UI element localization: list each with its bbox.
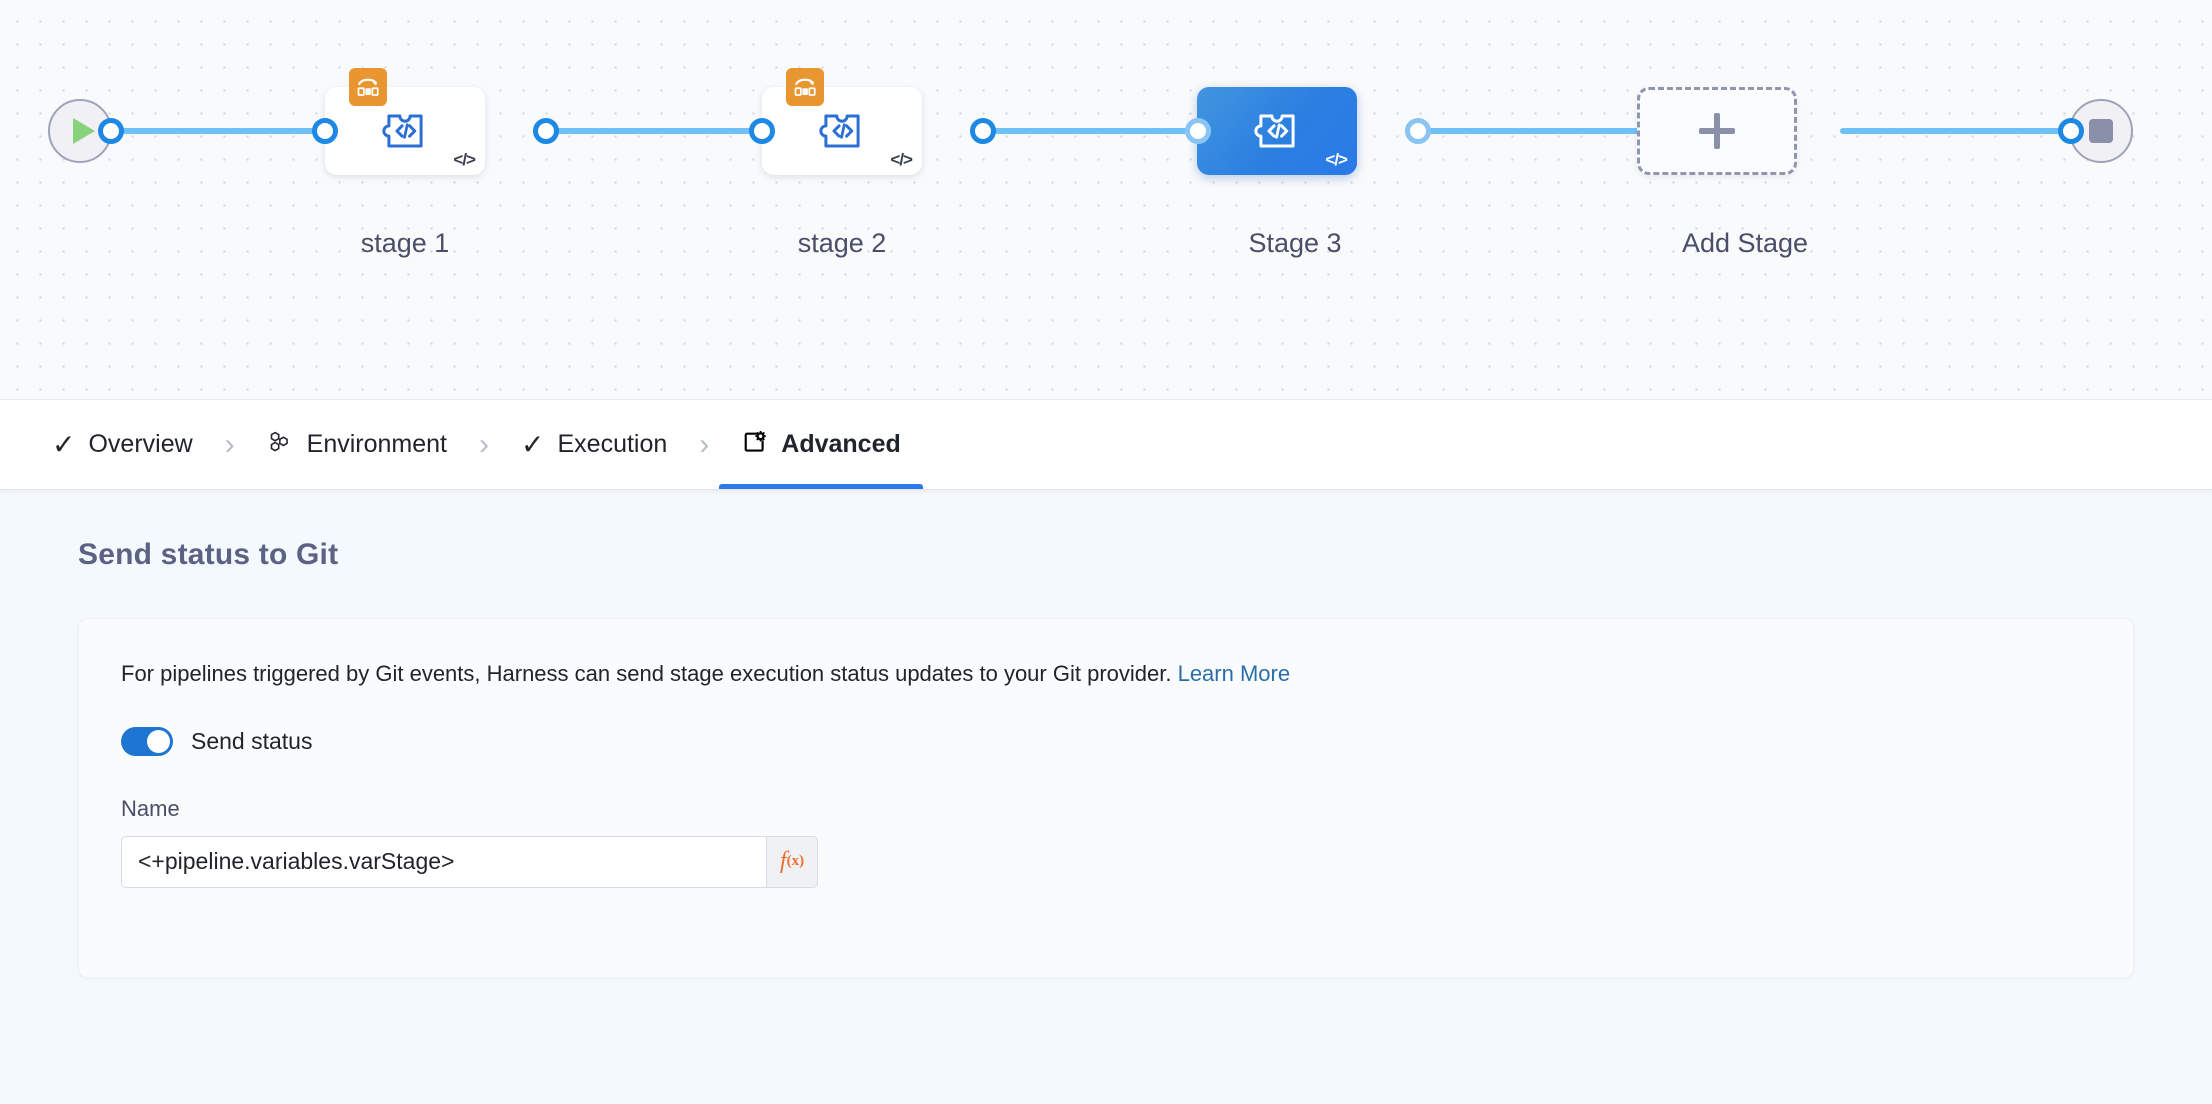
stage-1-in-port[interactable] <box>312 118 338 144</box>
chevron-right-icon: › <box>699 427 710 461</box>
connector-rail-2 <box>545 128 760 134</box>
play-icon <box>72 118 95 144</box>
chevron-right-icon: › <box>224 427 235 461</box>
document-gear-icon <box>741 429 768 461</box>
connector-rail-1 <box>110 128 320 134</box>
tab-execution-label: Execution <box>557 430 668 458</box>
advanced-panel: Send status to Git For pipelines trigger… <box>0 490 2212 1104</box>
expression-fx-button[interactable]: f(x) <box>767 835 818 888</box>
toggle-knob <box>147 729 170 753</box>
page-title: Send status to Git <box>78 538 339 571</box>
stage-3-code-marker: </> <box>1325 150 1348 169</box>
tab-advanced-label: Advanced <box>781 430 901 458</box>
stage-2-label: stage 2 <box>797 228 887 258</box>
send-status-toggle-label: Send status <box>191 727 313 754</box>
stage-2-out-port[interactable] <box>970 118 996 144</box>
stage-config-tabbar: ✓ Overview › Environment › ✓ Execution ›… <box>0 400 2212 490</box>
check-icon: ✓ <box>521 428 545 460</box>
puzzle-code-icon <box>1254 114 1295 148</box>
add-stage-node[interactable] <box>1637 87 1797 175</box>
chevron-right-icon: › <box>479 427 490 461</box>
connector-rail-4 <box>1410 128 1650 134</box>
puzzle-code-icon <box>819 114 860 148</box>
stage-1-label: stage 1 <box>360 228 450 258</box>
stop-square-icon <box>2089 119 2113 143</box>
name-input[interactable] <box>121 835 767 888</box>
plus-icon <box>1697 111 1737 151</box>
stage-1-code-marker: </> <box>453 150 476 169</box>
stage-3-label: Stage 3 <box>1248 228 1342 258</box>
name-field-group: f(x) <box>121 835 818 888</box>
learn-more-link[interactable]: Learn More <box>1177 661 1291 686</box>
fx-sub-glyph: (x) <box>786 853 805 870</box>
stage-3-out-port[interactable] <box>1405 118 1431 144</box>
connector-rail-5 <box>1840 128 2070 134</box>
add-stage-label: Add Stage <box>1681 228 1809 258</box>
stage-node-3[interactable]: </> <box>1197 87 1357 175</box>
pipeline-canvas[interactable]: </> stage 1 </> stage 2 <box>0 0 2212 400</box>
description-text: For pipelines triggered by Git events, H… <box>121 661 1178 686</box>
tab-environment[interactable]: Environment <box>245 400 469 489</box>
stage-node-1[interactable]: </> <box>325 68 485 175</box>
send-status-toggle-row: Send status <box>121 726 2091 756</box>
send-status-toggle[interactable] <box>121 726 173 756</box>
stage-3-in-port[interactable] <box>1185 118 1211 144</box>
tab-environment-label: Environment <box>306 430 448 458</box>
tab-advanced[interactable]: Advanced <box>719 400 924 489</box>
start-port[interactable] <box>98 118 124 144</box>
send-status-to-git-card: For pipelines triggered by Git events, H… <box>78 618 2134 978</box>
hexagon-cluster-icon <box>267 429 294 461</box>
tab-execution[interactable]: ✓ Execution <box>499 400 689 489</box>
template-library-icon <box>349 68 387 106</box>
stage-node-2[interactable]: </> <box>762 68 922 175</box>
puzzle-code-icon <box>382 114 423 148</box>
fx-f-glyph: f <box>779 848 787 875</box>
stage-2-code-marker: </> <box>890 150 913 169</box>
stage-1-out-port[interactable] <box>533 118 559 144</box>
tab-overview-label: Overview <box>88 430 193 458</box>
check-icon: ✓ <box>52 428 76 460</box>
stage-2-in-port[interactable] <box>749 118 775 144</box>
send-status-description: For pipelines triggered by Git events, H… <box>121 659 2091 690</box>
template-library-icon <box>786 68 824 106</box>
end-port[interactable] <box>2058 118 2084 144</box>
connector-rail-3 <box>975 128 1200 134</box>
name-field-label: Name <box>121 795 180 821</box>
tab-overview[interactable]: ✓ Overview <box>30 400 215 489</box>
